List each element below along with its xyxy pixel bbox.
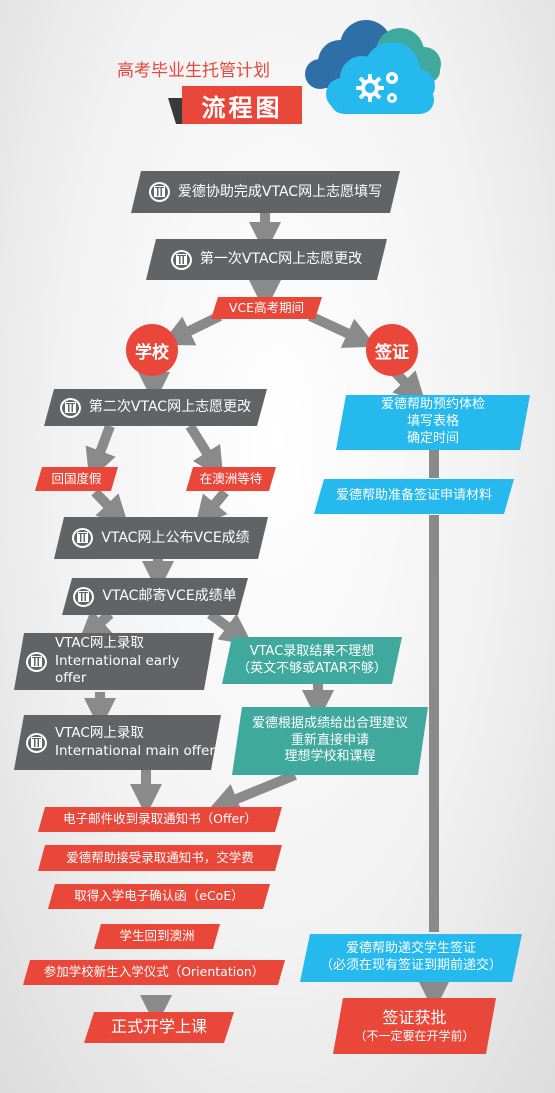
calendar-icon bbox=[73, 587, 94, 607]
step-offer-email: 电子邮件收到录取通知书（Offer） bbox=[38, 807, 282, 832]
calendar-icon bbox=[171, 250, 192, 270]
step-accept-offer: 爱德帮助接受录取通知书，交学费 bbox=[38, 845, 282, 871]
step-orientation: 参加学校新生入学仪式（Orientation） bbox=[23, 960, 285, 985]
page-subtitle: 高考毕业生托管计划 bbox=[117, 61, 270, 81]
step-unsatisfactory-result: VTAC录取结果不理想 （英文不够或ATAR不够） bbox=[222, 637, 402, 684]
option-go-home: 回国度假 bbox=[35, 467, 118, 491]
branch-visa: 签证 bbox=[366, 324, 418, 376]
step-first-change: 第一次VTAC网上志愿更改 bbox=[146, 239, 387, 280]
step-main-offer: VTAC网上录取 International main offer bbox=[14, 715, 221, 770]
step-reapply-advice: 爱德根据成绩给出合理建议 重新直接申请 理想学校和课程 bbox=[232, 707, 428, 775]
cloud-gear-icon bbox=[305, 20, 441, 114]
calendar-icon bbox=[149, 182, 170, 202]
step-ecoe: 取得入学电子确认函（eCoE） bbox=[48, 884, 270, 909]
step-second-change: 第二次VTAC网上志愿更改 bbox=[44, 389, 267, 426]
page-title: 流程图 bbox=[182, 86, 302, 124]
step-vce-results-online: VTAC网上公布VCE成绩 bbox=[54, 517, 268, 559]
step-return-australia: 学生回到澳洲 bbox=[94, 924, 220, 949]
step-visa-approved: 签证获批 （不一定要在开学前） bbox=[333, 998, 496, 1054]
branch-school: 学校 bbox=[126, 324, 178, 376]
calendar-icon bbox=[26, 652, 47, 672]
step-visa-submission: 爱德帮助递交学生签证 （必须在现有签证到期前递交） bbox=[300, 934, 522, 982]
step-medical-booking: 爱德帮助预约体检 填写表格 确定时间 bbox=[336, 395, 530, 450]
step-vce-transcript-mail: VTAC邮寄VCE成绩单 bbox=[62, 578, 248, 615]
option-stay-australia: 在澳洲等待 bbox=[186, 467, 276, 491]
calendar-icon bbox=[60, 398, 81, 418]
vce-period-label: VCE高考期间 bbox=[211, 297, 322, 319]
step-early-offer: VTAC网上录取 International early offer bbox=[14, 633, 214, 690]
calendar-icon bbox=[72, 528, 93, 548]
step-visa-documents: 爱德帮助准备签证申请材料 bbox=[314, 479, 514, 514]
step-start-class: 正式开学上课 bbox=[84, 1012, 234, 1043]
calendar-icon bbox=[26, 733, 47, 753]
step-vtac-application: 爱德协助完成VTAC网上志愿填写 bbox=[131, 171, 400, 213]
